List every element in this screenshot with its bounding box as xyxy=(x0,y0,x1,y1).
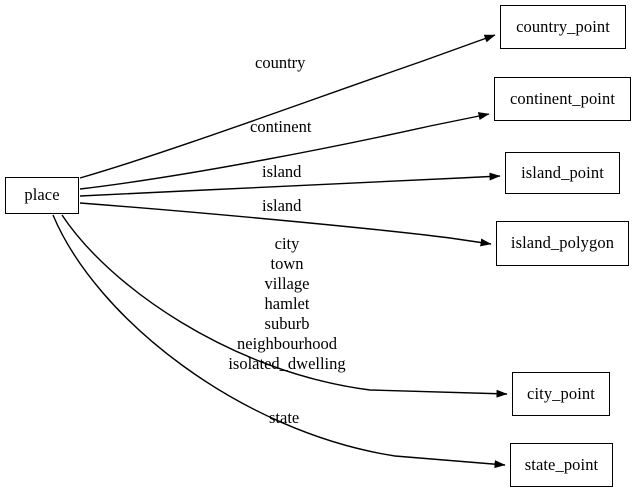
node-island_point[interactable]: island_point xyxy=(505,152,620,194)
node-city_point[interactable]: city_point xyxy=(512,372,610,416)
edge-place-to-island_point xyxy=(79,172,501,197)
edge-place-to-city_point xyxy=(61,214,508,398)
edge-place-to-island_polygon xyxy=(79,202,492,247)
edge-label-island-point: island xyxy=(262,162,302,181)
node-label-country_point: country_point xyxy=(516,16,610,36)
node-state_point[interactable]: state_point xyxy=(510,443,613,487)
node-island_polygon[interactable]: island_polygon xyxy=(496,221,629,266)
node-country_point[interactable]: country_point xyxy=(500,5,626,49)
node-continent_point[interactable]: continent_point xyxy=(494,77,631,121)
edge-label-continent: continent xyxy=(250,117,312,136)
edge-place-to-continent_point xyxy=(79,112,490,190)
node-label-island_polygon: island_polygon xyxy=(510,233,615,253)
edge-label-country: country xyxy=(255,53,306,72)
node-place[interactable]: place xyxy=(5,177,79,214)
node-label-island_point: island_point xyxy=(521,162,604,182)
edge-label-city-group: city town village hamlet suburb neighbou… xyxy=(228,234,346,373)
node-label-state_point: state_point xyxy=(524,454,599,474)
node-label-place: place xyxy=(24,185,60,205)
node-label-continent_point: continent_point xyxy=(509,88,616,108)
edge-label-state: state xyxy=(269,408,300,427)
edge-place-to-state_point xyxy=(52,214,506,469)
node-label-city_point: city_point xyxy=(527,383,595,403)
edge-label-island-polygon: island xyxy=(262,196,302,215)
edge-place-to-country_point xyxy=(79,34,496,179)
